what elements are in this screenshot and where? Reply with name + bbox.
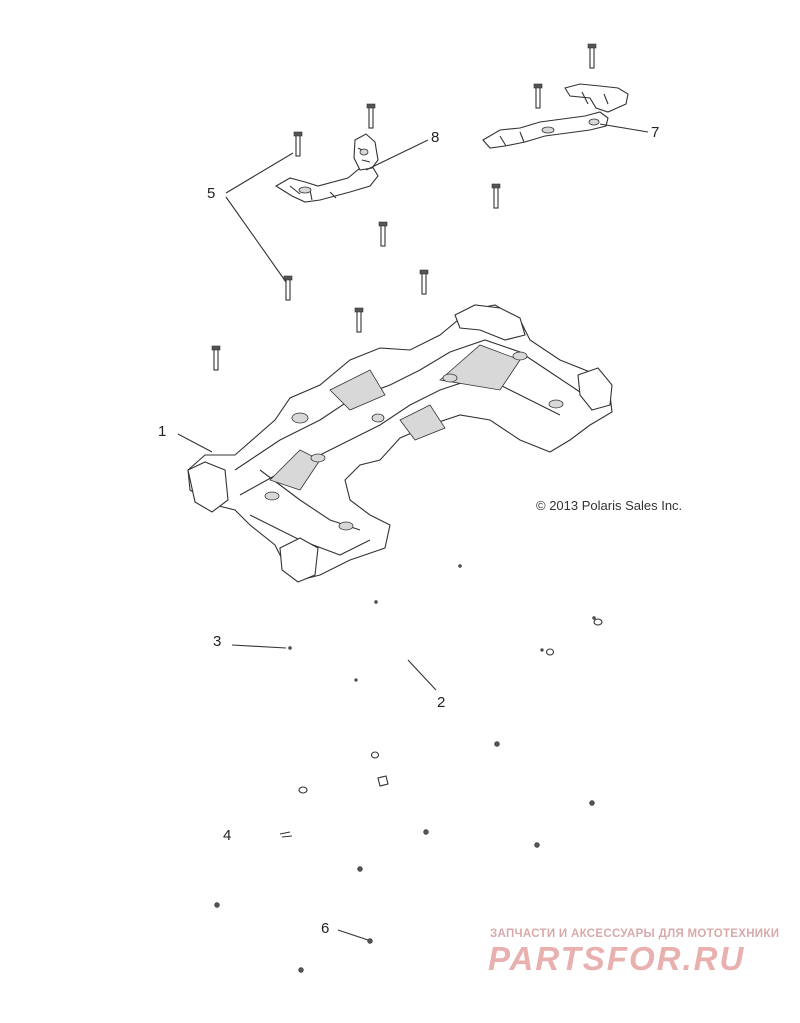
callout-5: 5	[207, 185, 216, 202]
part-2-tube	[345, 628, 555, 759]
leader-lines	[177, 123, 649, 941]
callout-3: 3	[213, 633, 222, 650]
callout-4: 4	[223, 827, 232, 844]
callout-7: 7	[651, 124, 660, 141]
bolt-8	[419, 269, 429, 295]
callout-1: 1	[158, 423, 167, 440]
part-3-tube	[208, 551, 603, 794]
bolt-10	[211, 345, 221, 371]
bolt-6	[378, 221, 388, 247]
part-1-rack-frame	[187, 304, 613, 583]
copyright-notice: © 2013 Polaris Sales Inc.	[536, 498, 683, 513]
callout-6: 6	[321, 920, 330, 937]
bolt-9	[354, 307, 364, 333]
bolt-5	[491, 183, 501, 209]
part-8-bracket	[274, 133, 379, 203]
watermark-logo: PARTSFOR.RU	[488, 940, 746, 977]
bolt-4	[587, 43, 597, 69]
bolt-2	[366, 103, 376, 129]
callout-8: 8	[431, 129, 440, 146]
bolt-7	[283, 275, 293, 301]
callout-2: 2	[437, 694, 446, 711]
bolt-1	[293, 131, 303, 157]
bolt-3	[533, 83, 543, 109]
watermark-tagline: ЗАПЧАСТИ И АКСЕССУАРЫ ДЛЯ МОТОТЕХНИКИ	[490, 928, 780, 940]
part-7-bracket	[482, 83, 629, 149]
bolts-part-5	[211, 43, 597, 371]
hardware-nuts	[214, 741, 595, 973]
